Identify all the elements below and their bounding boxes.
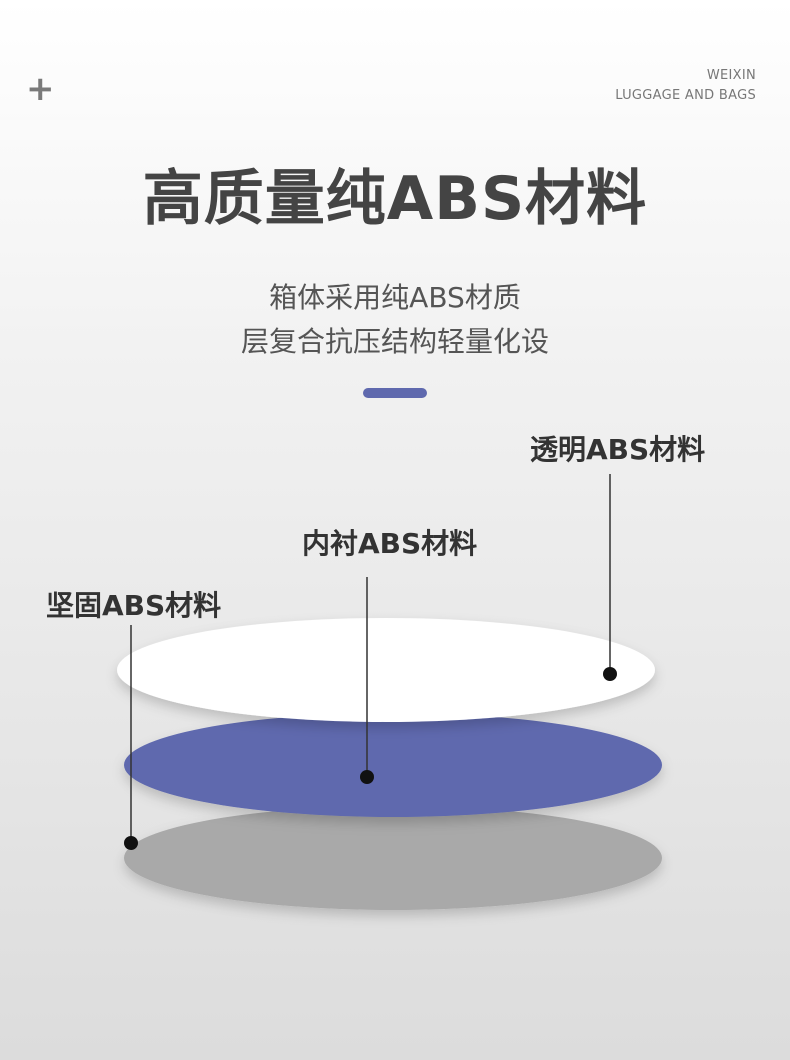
middle-layer-ellipse (124, 713, 662, 817)
bottom-layer-ellipse (124, 806, 662, 910)
top-layer-label: 透明ABS材料 (530, 433, 706, 466)
bottom-layer-label: 坚固ABS材料 (46, 589, 222, 622)
middle-layer-label: 内衬ABS材料 (302, 527, 478, 560)
page-title: 高质量纯ABS材料 (142, 164, 648, 234)
top-callout-dot (603, 667, 617, 681)
bottom-callout-dot (124, 836, 138, 850)
middle-callout-dot (360, 770, 374, 784)
plus-icon: + (26, 69, 55, 109)
brand-line-1: WEIXIN (706, 68, 756, 83)
top-layer-ellipse (117, 618, 655, 722)
subtitle-line-2: 层复合抗压结构轻量化设 (240, 325, 549, 358)
subtitle-line-1: 箱体采用纯ABS材质 (269, 281, 521, 314)
brand-text: WEIXIN LUGGAGE AND BAGS (615, 66, 756, 106)
accent-divider (363, 388, 427, 398)
brand-line-2: LUGGAGE AND BAGS (615, 88, 756, 103)
